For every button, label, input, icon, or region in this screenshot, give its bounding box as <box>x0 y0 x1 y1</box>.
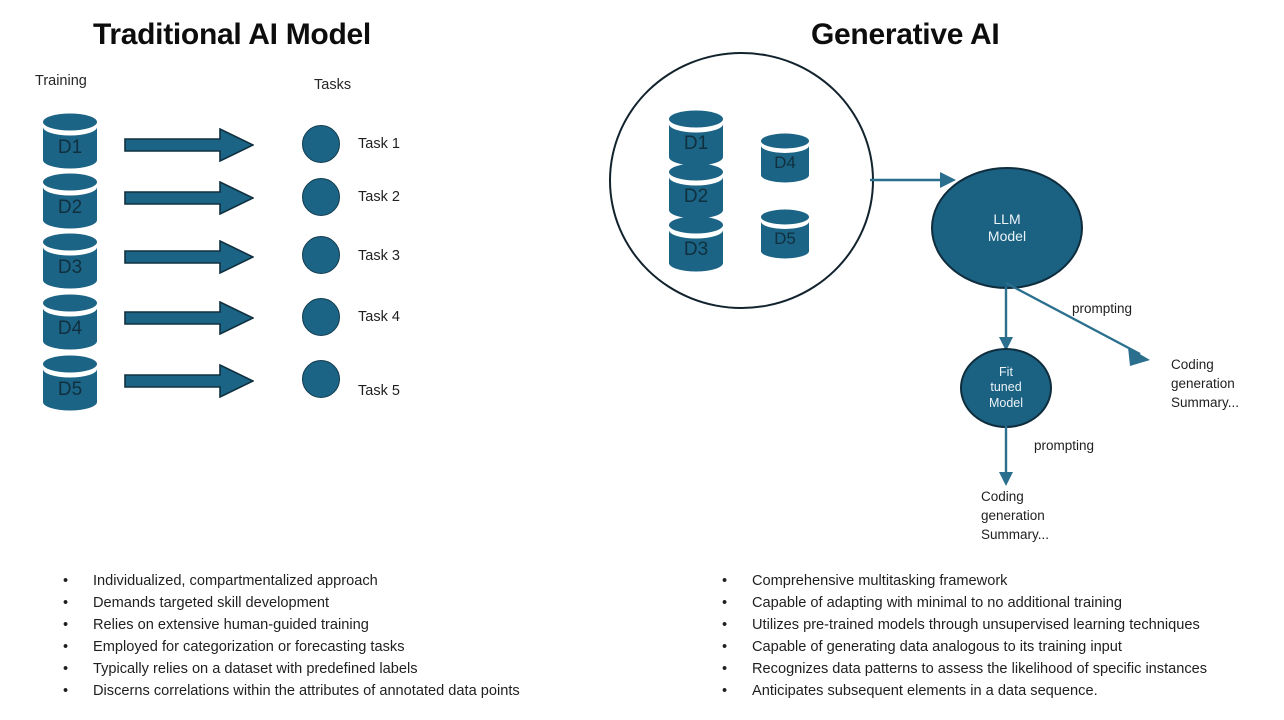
database-label-d4: D4 <box>58 318 83 339</box>
flow-arrow-4 <box>124 301 254 335</box>
bullet-icon: • <box>722 683 728 699</box>
database-cylinder-d2: D2 <box>42 173 98 229</box>
list-item: • Relies on extensive human-guided train… <box>63 614 520 636</box>
fine-tuned-label-line2: tuned <box>990 380 1022 395</box>
list-item: • Capable of adapting with minimal to no… <box>722 592 1207 614</box>
list-item-text: Relies on extensive human-guided trainin… <box>93 617 369 633</box>
connector-llm-to-output-upper <box>1004 281 1164 371</box>
llm-model-label-line2: Model <box>987 228 1027 244</box>
list-item-text: Comprehensive multitasking framework <box>752 573 1008 589</box>
list-item-text: Individualized, compartmentalized approa… <box>93 573 378 589</box>
database-cylinder-d4: D4 <box>42 294 98 350</box>
database-label-d5: D5 <box>58 379 82 400</box>
llm-model-label-line1: LLM <box>993 210 1021 227</box>
list-item-text: Capable of adapting with minimal to no a… <box>752 595 1122 611</box>
database-cylinder-d5: D5 <box>42 355 98 411</box>
list-item-text: Typically relies on a dataset with prede… <box>93 661 418 677</box>
generative-ai-title: Generative AI <box>811 18 1000 51</box>
task-label-1: Task 1 <box>358 136 400 152</box>
database-label-d3: D3 <box>58 257 82 278</box>
pool-database-cylinder-d3: D3 <box>668 216 724 272</box>
pool-database-label-d1: D1 <box>684 133 708 154</box>
task-node-5 <box>302 360 340 398</box>
pool-database-cylinder-d5: D5 <box>760 209 810 259</box>
list-item: • Capable of generating data analogous t… <box>722 636 1207 658</box>
pool-database-label-d3: D3 <box>684 239 708 260</box>
prompting-label-lower: prompting <box>1034 438 1095 453</box>
task-label-4: Task 4 <box>358 309 400 325</box>
bullet-icon: • <box>722 595 728 611</box>
bullet-icon: • <box>63 639 69 655</box>
connector-llm-to-fine-tuned <box>998 287 1022 353</box>
flow-arrow-2 <box>124 181 254 215</box>
flow-arrow-3 <box>124 240 254 274</box>
traditional-ai-bullet-list: • Individualized, compartmentalized appr… <box>63 570 520 702</box>
task-node-3 <box>302 236 340 274</box>
task-node-2 <box>302 178 340 216</box>
bullet-icon: • <box>722 573 728 589</box>
database-cylinder-d1: D1 <box>42 113 98 169</box>
generative-ai-bullet-list: • Comprehensive multitasking framework •… <box>722 570 1207 702</box>
flow-arrow-1 <box>124 128 254 162</box>
list-item: • Recognizes data patterns to assess the… <box>722 658 1207 680</box>
prompting-label-upper: prompting <box>1072 301 1133 316</box>
output-text-lower: Coding generation Summary... <box>981 489 1050 543</box>
pool-database-cylinder-d2: D2 <box>668 163 724 219</box>
pool-database-label-d4: D4 <box>774 153 796 172</box>
bullet-icon: • <box>63 661 69 677</box>
list-item: • Individualized, compartmentalized appr… <box>63 570 520 592</box>
task-node-4 <box>302 298 340 336</box>
bullet-icon: • <box>722 617 728 633</box>
list-item: • Anticipates subsequent elements in a d… <box>722 680 1207 702</box>
list-item-text: Capable of generating data analogous to … <box>752 639 1122 655</box>
traditional-ai-title: Traditional AI Model <box>93 18 371 51</box>
connector-fine-tuned-to-output <box>998 426 1022 488</box>
task-node-1 <box>302 125 340 163</box>
data-pool-circle <box>609 52 874 309</box>
database-cylinder-d3: D3 <box>42 233 98 289</box>
pool-database-label-d5: D5 <box>774 229 796 248</box>
pool-database-label-d2: D2 <box>684 186 708 207</box>
training-column-label: Training <box>35 73 87 89</box>
list-item: • Demands targeted skill development <box>63 592 520 614</box>
database-label-d2: D2 <box>58 197 82 218</box>
task-label-2: Task 2 <box>358 189 400 205</box>
list-item: • Utilizes pre-trained models through un… <box>722 614 1207 636</box>
list-item: • Employed for categorization or forecas… <box>63 636 520 658</box>
list-item-text: Employed for categorization or forecasti… <box>93 639 405 655</box>
flow-arrow-5 <box>124 364 254 398</box>
connector-pool-to-llm <box>870 168 960 198</box>
bullet-icon: • <box>63 595 69 611</box>
bullet-icon: • <box>63 683 69 699</box>
list-item: • Comprehensive multitasking framework <box>722 570 1207 592</box>
bullet-icon: • <box>63 617 69 633</box>
output-text-upper: Coding generation Summary... <box>1171 357 1240 411</box>
list-item: • Discerns correlations within the attri… <box>63 680 520 702</box>
tasks-column-label: Tasks <box>314 77 352 93</box>
list-item-text: Anticipates subsequent elements in a dat… <box>752 683 1098 699</box>
fine-tuned-label-line1: Fit <box>999 364 1013 379</box>
task-label-5: Task 5 <box>358 383 400 399</box>
database-label-d1: D1 <box>58 137 82 158</box>
list-item-text: Demands targeted skill development <box>93 595 330 611</box>
bullet-icon: • <box>63 573 69 589</box>
list-item-text: Utilizes pre-trained models through unsu… <box>752 617 1200 633</box>
bullet-icon: • <box>722 639 728 655</box>
pool-database-cylinder-d1: D1 <box>668 110 724 166</box>
llm-model-node: LLM Model <box>931 167 1083 289</box>
list-item-text: Discerns correlations within the attribu… <box>93 683 520 699</box>
fine-tuned-label-line3: Model <box>988 395 1024 410</box>
bullet-icon: • <box>722 661 728 677</box>
task-label-3: Task 3 <box>358 248 400 264</box>
fine-tuned-model-node: Fit tuned Model <box>960 348 1052 428</box>
list-item: • Typically relies on a dataset with pre… <box>63 658 520 680</box>
list-item-text: Recognizes data patterns to assess the l… <box>752 661 1208 677</box>
pool-database-cylinder-d4: D4 <box>760 133 810 183</box>
